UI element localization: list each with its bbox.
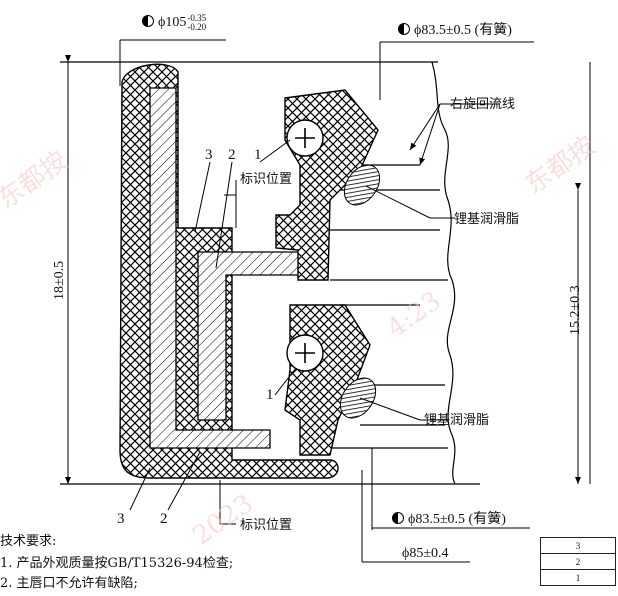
lip-diameter-bottom-dim: ϕ83.5±0.5 (有簧) [392, 512, 506, 527]
callout-number: 1 [254, 147, 262, 163]
table-row: 2 [540, 553, 616, 570]
metal-insert-inner [197, 251, 301, 421]
mark-position-label-bottom: 标识位置 [240, 518, 293, 533]
table-row: 3 [540, 537, 616, 554]
callout-number: 3 [117, 511, 125, 527]
callout-number: 2 [228, 147, 236, 163]
outer-diameter-dim: ϕ105-0.35-0.20 [142, 14, 206, 32]
callout-number: 1 [266, 387, 274, 403]
callout-number: 3 [205, 147, 213, 163]
upper-grease-blob [343, 164, 381, 206]
parts-table: 3 2 1 [540, 537, 616, 586]
notes-item-2: 2. 主唇口不允许有缺陷; [0, 576, 138, 591]
grease-label-bottom: 锂基润滑脂 [424, 413, 490, 428]
callout-number: 2 [160, 511, 168, 527]
upper-spring [286, 119, 324, 157]
lower-grease-blob [339, 377, 377, 419]
surface-mark-icon [142, 15, 154, 28]
height-right-dim: 15.2±0.3 [568, 285, 583, 335]
surface-mark-icon [392, 512, 404, 524]
grease-label-top: 锂基润滑脂 [454, 212, 520, 227]
dimension-lines [65, 39, 591, 563]
leader-lines [129, 103, 500, 511]
notes-title: 技术要求: [0, 534, 57, 549]
shaft-diameter-dim: ϕ85±0.4 [402, 546, 449, 561]
metal-insert-outer [149, 87, 271, 449]
surface-mark-icon [398, 23, 410, 35]
table-row: 1 [540, 569, 616, 586]
notes-item-1: 1. 产品外观质量按GB/T15326-94检查; [0, 556, 234, 571]
rotation-label: 右旋回流线 [450, 97, 516, 112]
height-left-dim: 18±0.5 [52, 260, 67, 300]
mark-position-label-top: 标识位置 [240, 172, 293, 187]
lower-spring [286, 334, 324, 372]
lip-diameter-top-dim: ϕ83.5±0.5 (有簧) [398, 23, 512, 38]
